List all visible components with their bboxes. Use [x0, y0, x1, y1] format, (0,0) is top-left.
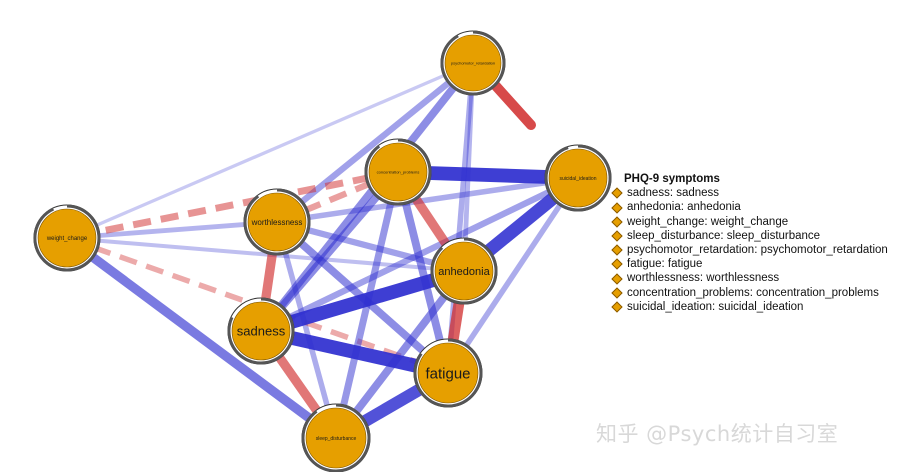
- node-pie-ring: [430, 237, 498, 305]
- node-anhedonia: anhedonia: [430, 237, 498, 305]
- node-label: sleep_disturbance: [316, 436, 357, 442]
- edge-anhedonia-sadness: [259, 264, 466, 338]
- node-label: weight_change: [46, 236, 88, 242]
- edge-weight_change-anhedonia: [66, 236, 465, 273]
- edge-worthlessness-sleep_disturbance: [274, 221, 339, 439]
- node-pie-ring: [243, 188, 311, 256]
- legend-item-label: anhedonia: anhedonia: [627, 201, 741, 214]
- node-circle: [444, 34, 502, 92]
- node-pie-ring: [440, 30, 506, 96]
- diamond-marker-icon: [611, 216, 623, 228]
- legend-item: weight_change: weight_change: [611, 215, 888, 229]
- diamond-marker-icon: [611, 258, 623, 270]
- nodes-layer: psychomotor_retardation concentration_pro…: [33, 30, 612, 472]
- diamond-marker-icon: [611, 301, 623, 313]
- node-label: psychomotor_retardation: [451, 60, 495, 65]
- node-label: anhedonia: [438, 266, 490, 278]
- edge-psychomotor_retardation-weight_change: [66, 61, 474, 240]
- edge-concentration_problems-worthlessness: [275, 169, 400, 225]
- legend-item-label: psychomotor_retardation: psychomotor_ret…: [627, 244, 888, 257]
- edge-concentration_problems-weight_change: [66, 168, 399, 242]
- node-psychomotor_retardation: psychomotor_retardation: [440, 30, 506, 96]
- node-label: suicidal_ideation: [560, 176, 597, 182]
- legend-item-label: sadness: sadness: [627, 187, 720, 200]
- legend-item-label: fatigue: fatigue: [627, 258, 703, 271]
- edge-suicidal_ideation-fatigue: [445, 176, 581, 375]
- edge-psychomotor_retardation-worthlessness: [275, 60, 475, 225]
- node-sadness: sadness: [227, 297, 295, 365]
- legend-item: worthlessness: worthlessness: [611, 271, 888, 285]
- legend-item: suicidal_ideation: suicidal_ideation: [611, 300, 888, 314]
- node-pie-ring: [413, 338, 483, 408]
- edge-worthlessness-weight_change: [66, 219, 278, 241]
- legend-item: fatigue: fatigue: [611, 257, 888, 271]
- edge-concentration_problems-sadness: [258, 169, 401, 334]
- legend-item: sleep_disturbance: sleep_disturbance: [611, 229, 888, 243]
- edge-concentration_problems-fatigue: [394, 171, 452, 374]
- node-circle: [417, 342, 479, 404]
- diamond-marker-icon: [611, 187, 623, 199]
- node-circle: [305, 407, 367, 469]
- node-worthlessness: worthlessness: [243, 188, 311, 256]
- node-suicidal_ideation: suicidal_ideation: [544, 144, 612, 212]
- node-circle: [548, 148, 608, 208]
- edge-suicidal_ideation-worthlessness: [276, 175, 579, 225]
- legend-item: concentration_problems: concentration_pr…: [611, 286, 888, 300]
- watermark: 知乎 @Psych统计自习室: [596, 422, 839, 446]
- diamond-marker-icon: [611, 230, 623, 242]
- legend-item: anhedonia: anhedonia: [611, 200, 888, 214]
- legend-item-label: suicidal_ideation: suicidal_ideation: [627, 300, 804, 313]
- node-circle: [37, 208, 97, 268]
- node-label: worthlessness: [251, 218, 303, 227]
- node-fatigue: fatigue: [413, 338, 483, 408]
- legend: PHQ-9 symptoms sadness: sadness anhedoni…: [611, 172, 888, 314]
- node-circle: [434, 241, 494, 301]
- node-pie-ring: [364, 138, 432, 206]
- legend-title: PHQ-9 symptoms: [624, 173, 720, 185]
- node-sleep_disturbance: sleep_disturbance: [301, 403, 371, 472]
- diamond-marker-icon: [611, 201, 623, 214]
- diamond-marker-icon: [611, 287, 623, 299]
- node-circle: [231, 301, 291, 361]
- node-label: concentration_problems: [377, 169, 420, 174]
- legend-item: sadness: sadness: [611, 186, 888, 200]
- legend-item: psychomotor_retardation: psychomotor_ret…: [611, 243, 888, 257]
- edge-weight_change-sleep_disturbance: [64, 234, 339, 442]
- node-pie-ring: [227, 297, 295, 365]
- node-pie-ring: [544, 144, 612, 212]
- legend-item-label: concentration_problems: concentration_pr…: [627, 286, 879, 299]
- edge-stub: [490, 80, 536, 130]
- legend-item-label: worthlessness: worthlessness: [627, 272, 780, 285]
- edges-layer: [64, 60, 583, 444]
- node-circle: [368, 142, 428, 202]
- node-concentration_problems: concentration_problems: [364, 138, 432, 206]
- legend-item-label: weight_change: weight_change: [627, 215, 789, 228]
- node-circle: [247, 192, 307, 252]
- node-weight_change: weight_change: [33, 204, 101, 272]
- diamond-marker-icon: [611, 244, 623, 256]
- legend-item-label: sleep_disturbance: sleep_disturbance: [627, 229, 821, 242]
- edge-psychomotor_retardation-anhedonia: [461, 62, 476, 272]
- node-label: sadness: [237, 324, 286, 339]
- diamond-marker-icon: [611, 272, 623, 285]
- node-pie-ring: [33, 204, 101, 272]
- node-label: fatigue: [425, 365, 470, 382]
- node-pie-ring: [301, 403, 371, 472]
- edge-anhedonia-sleep_disturbance: [332, 268, 468, 441]
